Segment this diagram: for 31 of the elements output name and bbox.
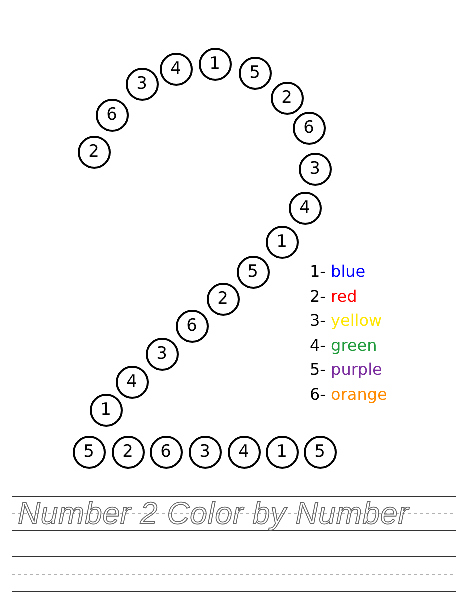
number-circle: 5 [236,256,270,288]
color-key-entry: 2- red [310,286,358,306]
number-circle: 4 [116,366,148,398]
number-circle: 3 [298,152,332,186]
number-circle: 2 [206,282,240,316]
color-key-entry: 6- orange [310,385,388,404]
number-circle: 5 [72,436,106,468]
number-circle: 5 [304,436,336,468]
number-circle: 1 [266,436,298,468]
color-key-entry: 1- blue [310,262,366,281]
number-circle: 3 [126,68,158,100]
number-circle: 1 [266,226,298,258]
number-circle: 4 [288,192,322,224]
color-key-entry: 3- yellow [310,311,382,330]
number-circle: 2 [270,82,304,114]
number-circle: 5 [238,56,272,90]
number-circle: 6 [292,112,326,144]
color-key-entry: 4- green [310,336,378,355]
number-circle: 6 [176,310,208,342]
number-circle: 2 [112,436,144,468]
number-circle: 4 [228,436,260,468]
number-circle: 6 [150,436,182,468]
number-circle: 1 [198,48,232,80]
number-circle: 6 [96,98,128,132]
number-circle: 1 [90,394,122,426]
color-key-entry: 5- purple [310,360,382,380]
number-circle: 3 [188,436,222,468]
number-circle: 2 [78,136,110,168]
tracing-title: Number 2 Color by Number [18,496,410,532]
number-circle: 3 [146,338,178,370]
number-circle: 4 [160,52,192,86]
